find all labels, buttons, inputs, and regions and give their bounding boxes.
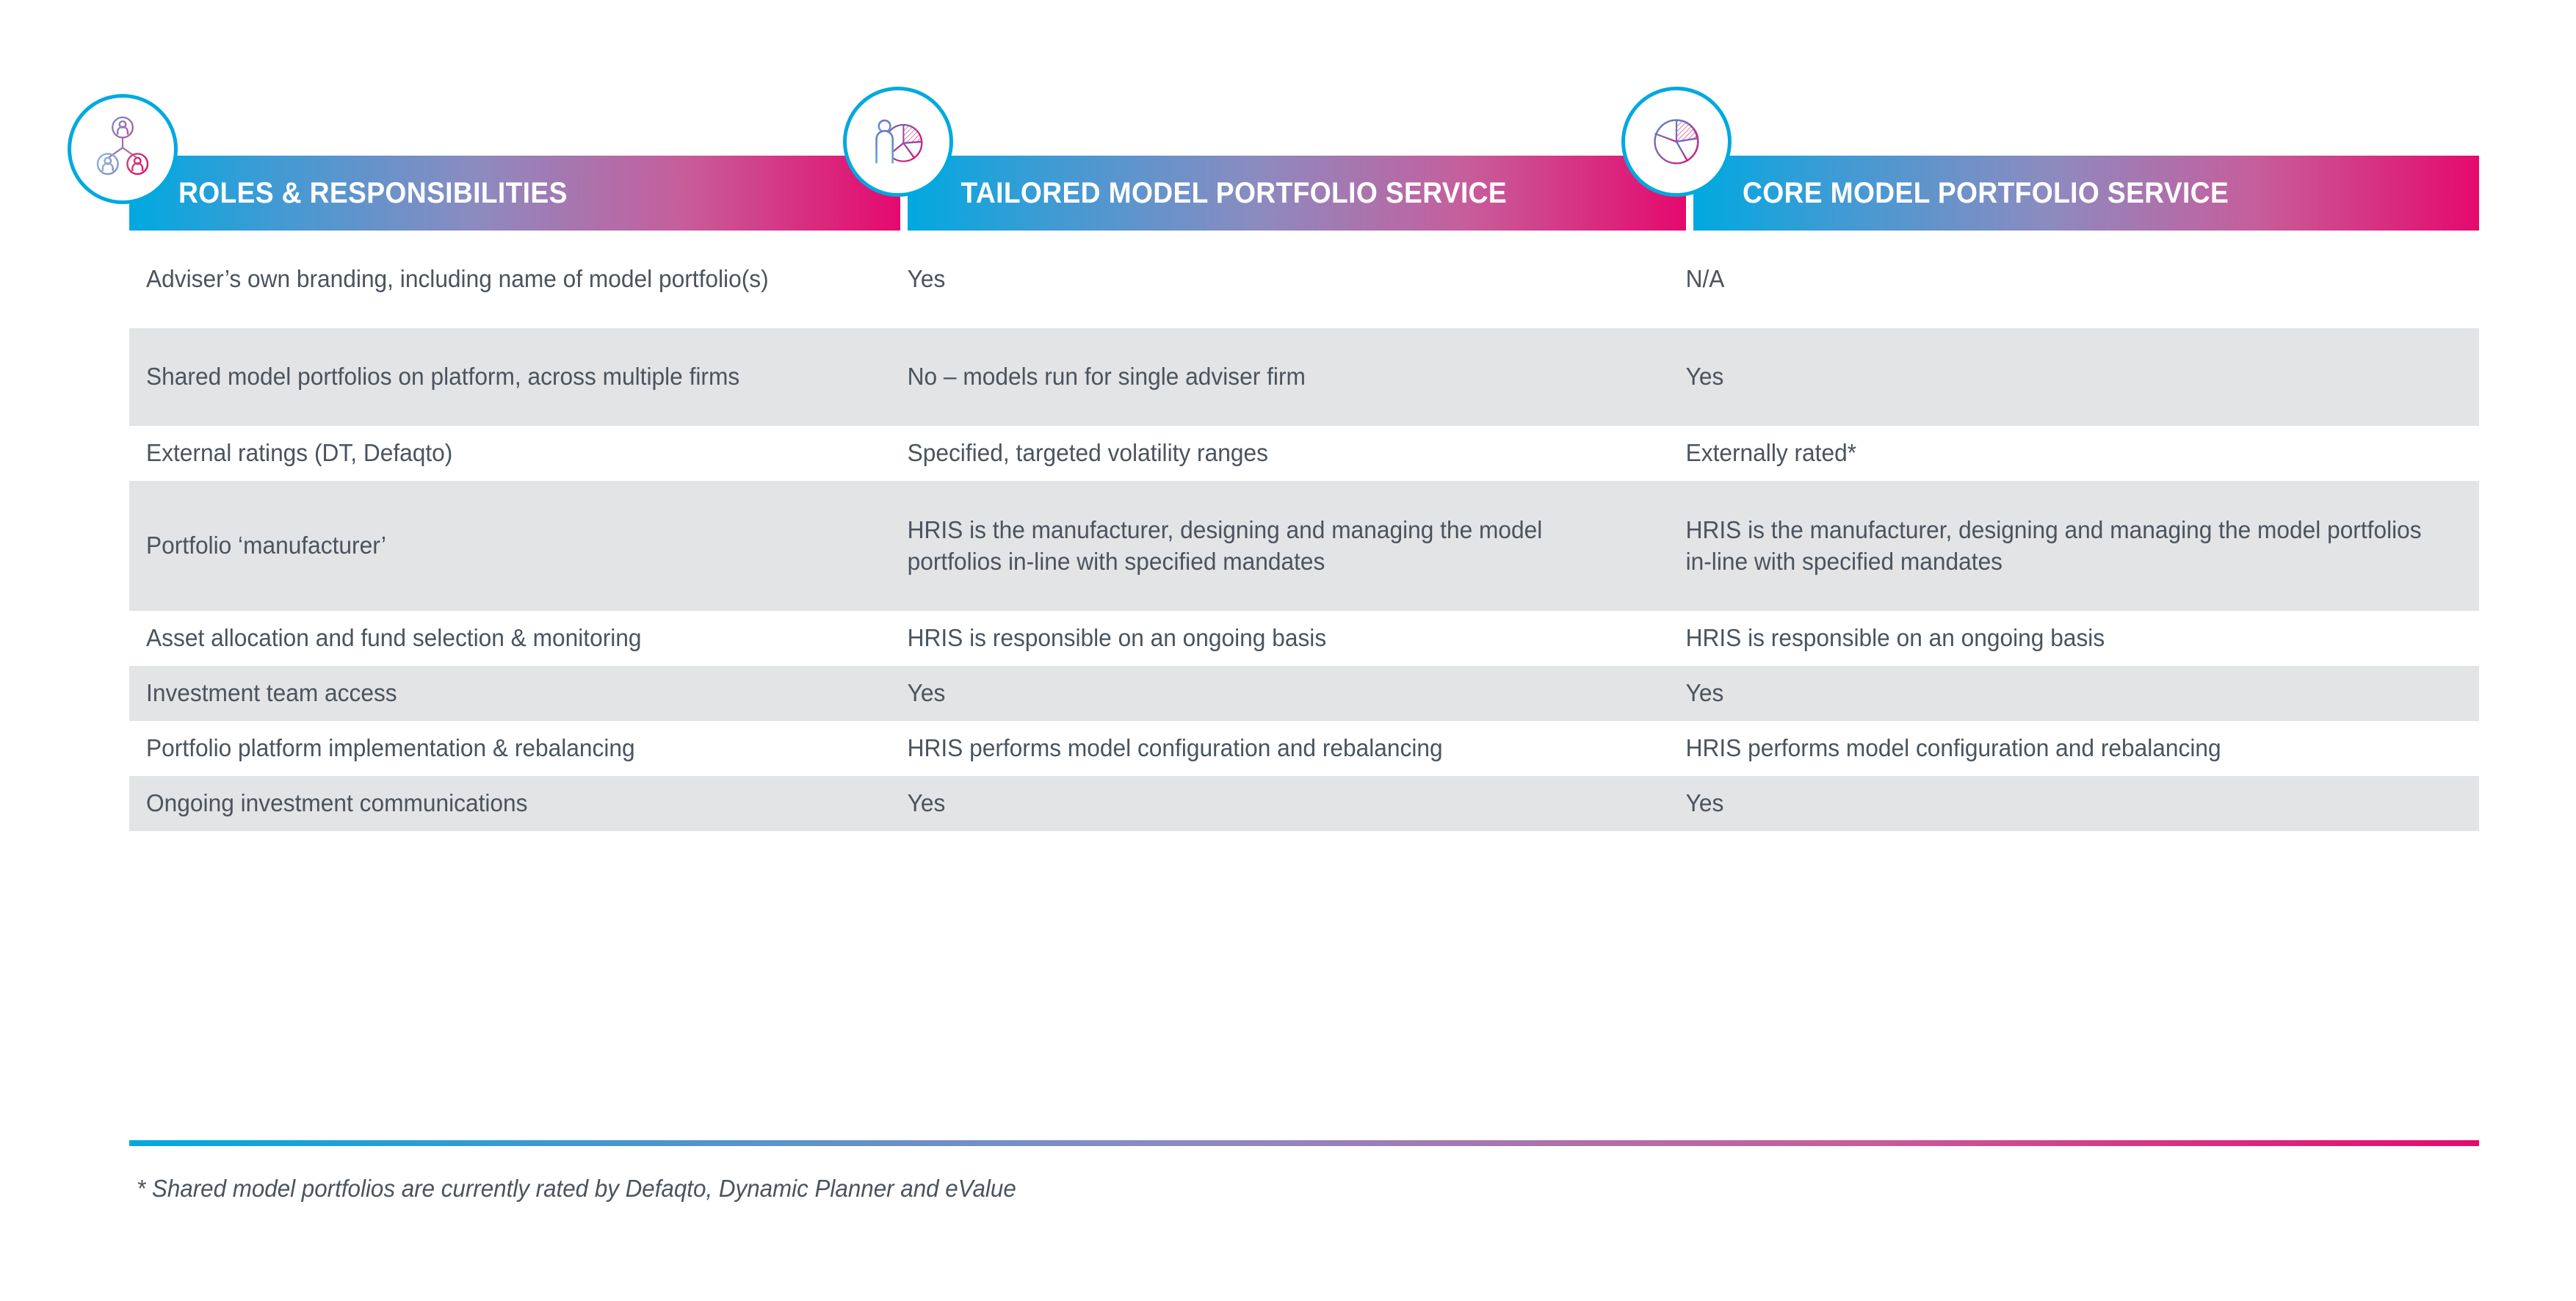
cell-tailored: Yes xyxy=(907,265,946,293)
table-header-row: ROLES & RESPONSIBILITIES TAILORED MODEL … xyxy=(129,156,2479,231)
cell-core: HRIS performs model configuration and re… xyxy=(1685,734,2221,762)
cell-responsibility: Portfolio platform implementation & reba… xyxy=(146,734,635,762)
table-row: Investment team access Yes Yes xyxy=(129,666,2479,721)
cell-responsibility: External ratings (DT, Defaqto) xyxy=(146,439,453,467)
cell-tailored: Yes xyxy=(907,789,946,817)
table-row: External ratings (DT, Defaqto) Specified… xyxy=(129,426,2479,481)
cell-core: Yes xyxy=(1685,679,1724,707)
table-row: Ongoing investment communications Yes Ye… xyxy=(129,776,2479,831)
column-header-label: ROLES & RESPONSIBILITIES xyxy=(178,176,568,209)
cell-tailored: Specified, targeted volatility ranges xyxy=(907,439,1268,467)
cell-tailored: HRIS is the manufacturer, designing and … xyxy=(907,515,1543,575)
cell-responsibility: Ongoing investment communications xyxy=(146,789,528,817)
column-header-label: TAILORED MODEL PORTFOLIO SERVICE xyxy=(960,176,1508,209)
comparison-table-body: Adviser’s own branding, including name o… xyxy=(129,231,2479,831)
person-pie-chart-icon xyxy=(843,87,953,197)
column-header-label: CORE MODEL PORTFOLIO SERVICE xyxy=(1742,176,2229,209)
cell-tailored: HRIS is responsible on an ongoing basis xyxy=(907,624,1327,652)
cell-tailored: No – models run for single adviser firm xyxy=(907,363,1306,391)
table-row: Portfolio ‘manufacturer’ HRIS is the man… xyxy=(129,481,2479,611)
cell-core: HRIS is the manufacturer, designing and … xyxy=(1685,515,2422,575)
cell-core: Yes xyxy=(1685,789,1724,817)
table-row: Portfolio platform implementation & reba… xyxy=(129,721,2479,776)
table-row: Shared model portfolios on platform, acr… xyxy=(129,328,2479,426)
footnote: * Shared model portfolios are currently … xyxy=(137,1175,1016,1202)
cell-responsibility: Adviser’s own branding, including name o… xyxy=(146,265,769,293)
pie-chart-icon xyxy=(1621,87,1732,197)
cell-tailored: HRIS performs model configuration and re… xyxy=(907,734,1443,762)
cell-responsibility: Asset allocation and fund selection & mo… xyxy=(146,624,642,652)
cell-core: HRIS is responsible on an ongoing basis xyxy=(1685,624,2105,652)
people-hierarchy-icon xyxy=(68,94,178,204)
cell-tailored: Yes xyxy=(907,679,946,707)
cell-core: Yes xyxy=(1685,363,1724,391)
column-header-roles-responsibilities: ROLES & RESPONSIBILITIES xyxy=(129,156,900,231)
cell-core: N/A xyxy=(1685,265,1725,293)
cell-core: Externally rated* xyxy=(1685,439,1857,467)
column-header-tailored-model-portfolio-service: TAILORED MODEL PORTFOLIO SERVICE xyxy=(908,156,1686,231)
table-bottom-gradient-rule xyxy=(129,1140,2479,1146)
column-header-core-model-portfolio-service: CORE MODEL PORTFOLIO SERVICE xyxy=(1693,156,2479,231)
cell-responsibility: Portfolio ‘manufacturer’ xyxy=(146,532,386,559)
table-row: Asset allocation and fund selection & mo… xyxy=(129,611,2479,666)
table-row: Adviser’s own branding, including name o… xyxy=(129,231,2479,328)
cell-responsibility: Investment team access xyxy=(146,679,397,707)
cell-responsibility: Shared model portfolios on platform, acr… xyxy=(146,363,740,391)
